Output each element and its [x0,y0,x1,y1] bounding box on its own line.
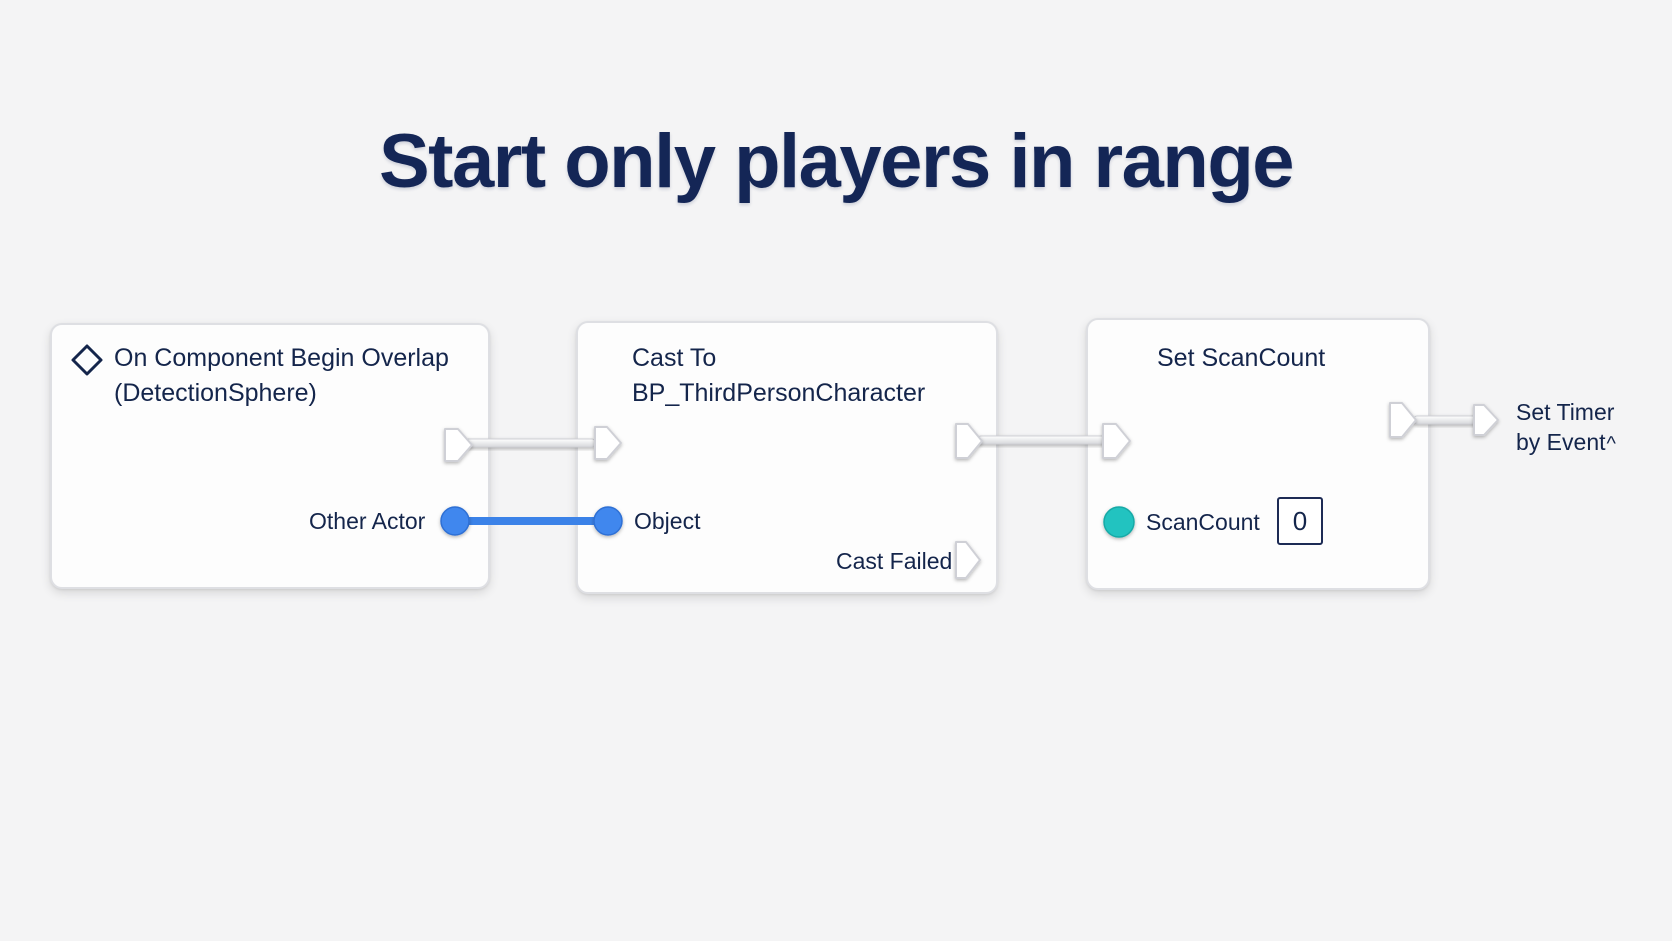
node-overlap-title: On Component Begin Overlap (DetectionSph… [114,341,449,411]
pin-other-actor[interactable] [440,506,470,536]
exec-in-pin-cast[interactable] [594,426,622,460]
scancount-value-input[interactable]: 0 [1277,497,1323,545]
node-cast-title: Cast To BP_ThirdPersonCharacter [632,341,925,411]
node-set-scancount[interactable] [1086,318,1430,590]
next-node-label: Set Timer by Event^ [1516,397,1616,459]
object-wire-other-actor-to-object [455,517,608,525]
exec-wire-overlap-to-cast [464,438,596,448]
pin-label-object: Object [634,508,701,534]
node-cast-title-line2: BP_ThirdPersonCharacter [632,379,926,407]
node-overlap-title-line2: (DetectionSphere) [114,379,317,407]
exec-wire-cast-to-set [977,435,1107,445]
event-diamond-icon [71,344,103,376]
caret-up-icon: ^ [1606,433,1616,455]
node-on-component-begin-overlap[interactable] [50,323,490,589]
exec-in-pin-set-timer[interactable] [1473,404,1499,436]
next-node-label-line2: by Event^ [1516,427,1616,459]
pin-label-scancount: ScanCount [1146,509,1260,535]
node-overlap-title-line1: On Component Begin Overlap [114,344,449,372]
exec-out-pin-overlap[interactable] [444,428,473,462]
node-set-title: Set ScanCount [1157,344,1326,372]
exec-out-pin-cast[interactable] [955,423,983,459]
pin-label-cast-failed: Cast Failed [836,548,953,574]
pin-object[interactable] [593,506,623,536]
node-cast-to[interactable] [576,321,998,594]
exec-out-pin-set[interactable] [1389,402,1417,438]
node-cast-title-line1: Cast To [632,344,717,372]
exec-out-pin-cast-failed[interactable] [955,541,981,579]
pin-scancount[interactable] [1103,506,1135,538]
exec-in-pin-set[interactable] [1102,423,1131,459]
next-node-label-line1: Set Timer [1516,399,1615,425]
pin-label-other-actor: Other Actor [309,508,426,534]
page-title: Start only players in range [378,119,1295,204]
next-node-label-line2-text: by Event [1516,429,1606,455]
